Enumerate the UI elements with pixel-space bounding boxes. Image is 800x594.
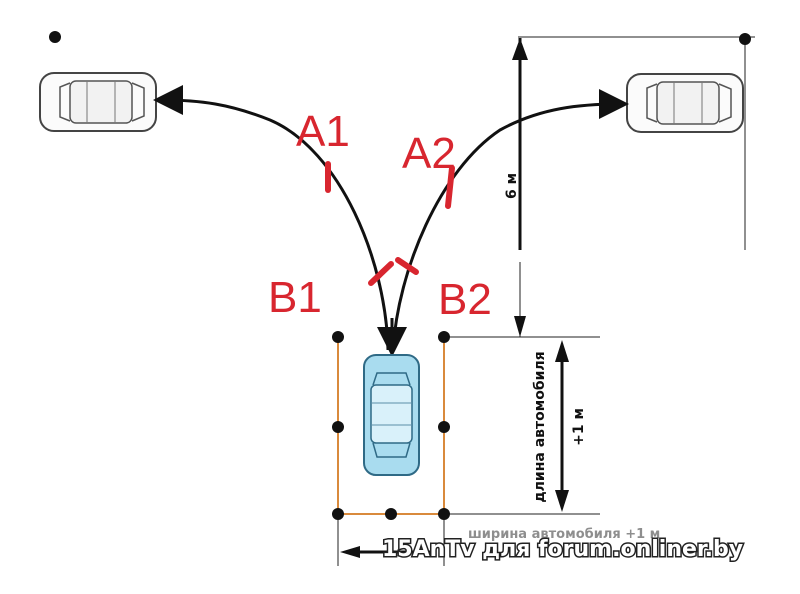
bay-cones: [332, 331, 450, 520]
cone-dot: [332, 508, 344, 520]
car-length-label: длина автомобиля: [532, 351, 548, 502]
cone-dot: [49, 31, 61, 43]
zone-markers: [325, 161, 455, 286]
zone-label-b1: B1: [268, 273, 322, 322]
car-left-icon: [39, 72, 157, 132]
cone-dot: [438, 331, 450, 343]
zone-label-b2: B2: [438, 275, 492, 324]
width-label: ширина автомобиля +1 м: [468, 527, 660, 542]
height-label: 6 м: [504, 173, 520, 199]
marker-a2: [445, 165, 455, 209]
zone-label-a2: A2: [402, 129, 456, 178]
marker-b2: [395, 257, 419, 275]
cone-dot: [332, 331, 344, 343]
trajectory-right: [391, 89, 629, 351]
plus-one-label: +1 м: [571, 408, 587, 446]
watermark: 15AnTv для forum.onliner.by: [382, 537, 743, 562]
height-dimension: 6 м: [504, 33, 755, 250]
car-right-icon: [626, 73, 744, 133]
cone-dot: [438, 421, 450, 433]
cone-dot: [739, 33, 751, 45]
zone-label-a1: A1: [296, 107, 350, 156]
car-blue-icon: [363, 354, 420, 476]
length-dimension: длина автомобиля +1 м: [450, 262, 600, 515]
cone-dot: [438, 508, 450, 520]
cone-dot: [332, 421, 344, 433]
cone-dot: [385, 508, 397, 520]
width-dimension: ширина автомобиля +1 м: [337, 520, 660, 566]
marker-b1: [368, 261, 394, 286]
